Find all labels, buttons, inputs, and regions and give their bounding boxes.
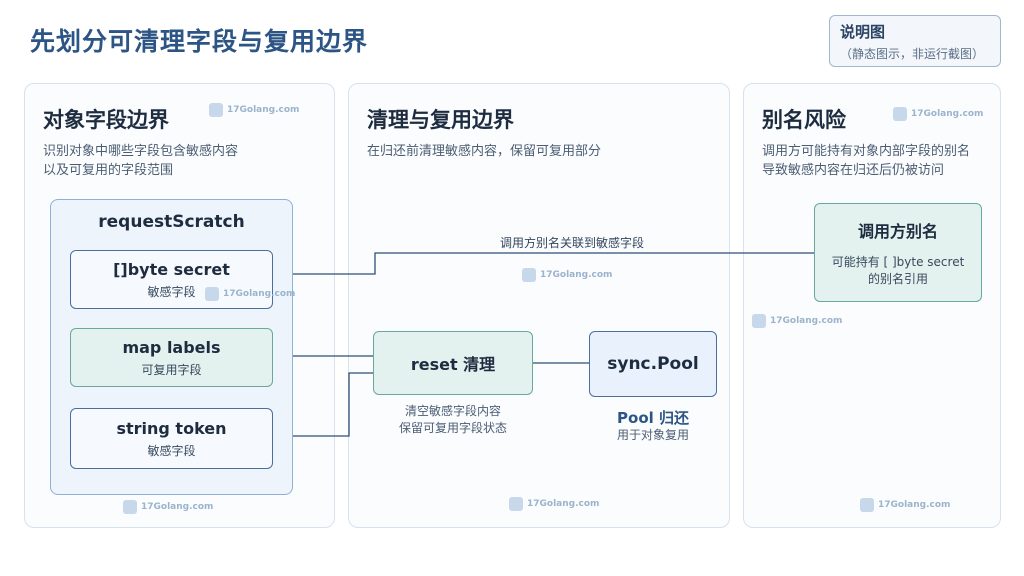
field-name: []byte secret xyxy=(113,259,230,279)
edge-label-alias: 调用方别名关联到敏感字段 xyxy=(500,236,645,250)
reset-node: reset 清理 xyxy=(373,331,533,395)
panel-desc-line: 导致敏感内容在归还后仍被访问 xyxy=(762,163,945,178)
watermark: 17Golang.com xyxy=(209,103,299,117)
watermark: 17Golang.com xyxy=(123,500,213,514)
panel-desc-line: 在归还前清理敏感内容，保留可复用部分 xyxy=(367,144,602,159)
panel-cleanup-boundary: 清理与复用边界 在归还前清理敏感内容，保留可复用部分 xyxy=(348,83,730,528)
panel-desc-line: 以及可复用的字段范围 xyxy=(43,163,174,178)
sync-pool-node: sync.Pool xyxy=(589,331,717,397)
pool-caption-line: 用于对象复用 xyxy=(616,428,689,442)
watermark-logo-icon xyxy=(205,287,219,301)
watermark: 17Golang.com xyxy=(893,107,983,121)
panel-desc-line: 识别对象中哪些字段包含敏感内容 xyxy=(43,144,239,159)
panel-title-middle: 清理与复用边界 xyxy=(367,108,514,132)
alias-desc: 可能持有 [ ]byte secret 的别名引用 xyxy=(832,254,965,288)
legend-title: 说明图 xyxy=(840,23,886,41)
field-tag: 敏感字段 xyxy=(147,443,196,458)
watermark: 17Golang.com xyxy=(752,314,842,328)
legend-subtitle: （静态图示，非运行截图） xyxy=(840,47,985,61)
panel-desc-left: 识别对象中哪些字段包含敏感内容 以及可复用的字段范围 xyxy=(43,142,238,180)
watermark-logo-icon xyxy=(522,268,536,282)
alias-desc-line: 可能持有 [ ]byte secret xyxy=(831,254,965,269)
watermark-logo-icon xyxy=(123,500,137,514)
pool-caption-title: Pool 归还 xyxy=(617,409,689,427)
field-name: string token xyxy=(116,418,227,438)
panel-alias-risk: 别名风险 调用方可能持有对象内部字段的别名 导致敏感内容在归还后仍被访问 xyxy=(743,83,1001,528)
watermark: 17Golang.com xyxy=(860,498,950,512)
watermark-logo-icon xyxy=(860,498,874,512)
caller-alias-node: 调用方别名 可能持有 [ ]byte secret 的别名引用 xyxy=(814,203,982,302)
reset-caption-line: 清空敏感字段内容 xyxy=(404,404,501,418)
watermark: 17Golang.com xyxy=(509,497,599,511)
panel-desc-line: 调用方可能持有对象内部字段的别名 xyxy=(762,144,971,159)
field-labels: map labels 可复用字段 xyxy=(70,328,273,387)
reset-caption-line: 保留可复用字段状态 xyxy=(398,421,507,435)
pool-caption: Pool 归还 用于对象复用 xyxy=(589,410,717,444)
panel-desc-right: 调用方可能持有对象内部字段的别名 导致敏感内容在归还后仍被访问 xyxy=(762,142,970,180)
container-title: requestScratch xyxy=(98,212,245,232)
field-tag: 敏感字段 xyxy=(147,284,196,299)
watermark-logo-icon xyxy=(509,497,523,511)
field-secret: []byte secret 敏感字段 xyxy=(70,250,273,309)
field-name: map labels xyxy=(122,337,221,357)
panel-desc-middle: 在归还前清理敏感内容，保留可复用部分 xyxy=(367,142,601,161)
panel-title-right: 别名风险 xyxy=(762,108,846,132)
watermark-logo-icon xyxy=(209,103,223,117)
field-tag: 可复用字段 xyxy=(141,362,202,377)
panel-title-left: 对象字段边界 xyxy=(43,108,169,132)
watermark: 17Golang.com xyxy=(522,268,612,282)
watermark-logo-icon xyxy=(752,314,766,328)
alias-desc-line: 的别名引用 xyxy=(867,271,928,286)
watermark-logo-icon xyxy=(893,107,907,121)
pool-label: sync.Pool xyxy=(607,354,699,374)
page-title: 先划分可清理字段与复用边界 xyxy=(30,27,369,56)
watermark: 17Golang.com xyxy=(205,287,295,301)
alias-title: 调用方别名 xyxy=(857,221,938,241)
reset-caption: 清空敏感字段内容 保留可复用字段状态 xyxy=(373,403,533,437)
reset-label: reset 清理 xyxy=(410,355,496,374)
legend-box: 说明图 （静态图示，非运行截图） xyxy=(829,15,1001,67)
field-token: string token 敏感字段 xyxy=(70,408,273,469)
